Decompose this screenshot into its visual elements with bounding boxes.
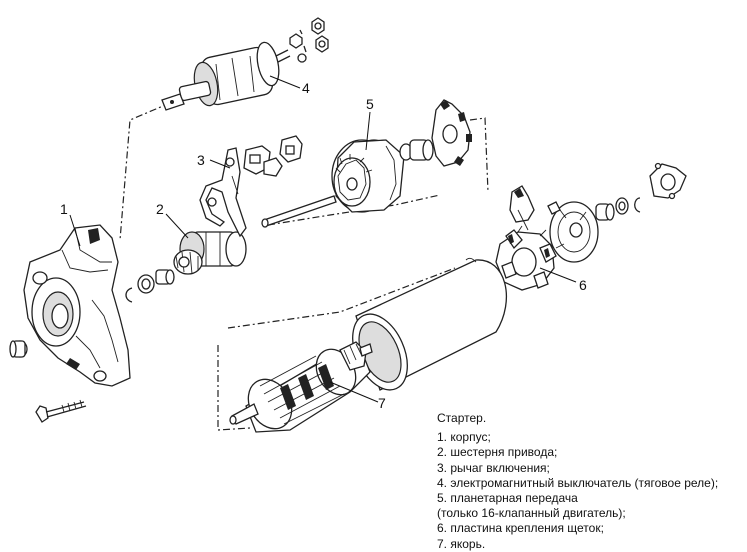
stator-housing-part bbox=[352, 257, 508, 391]
callout-7: 7 bbox=[378, 395, 386, 411]
callout-5: 5 bbox=[366, 96, 374, 112]
circlip-and-ring-parts bbox=[125, 269, 175, 303]
caption-line: 2. шестерня привода; bbox=[437, 445, 558, 460]
drive-pinion-part bbox=[173, 231, 247, 275]
figure-caption: Стартер. 1. корпус; 2. шестерня привода;… bbox=[437, 411, 742, 552]
planetary-end-plate bbox=[431, 99, 472, 167]
bushing-part bbox=[9, 340, 28, 358]
lever-bracket-parts bbox=[243, 135, 303, 177]
planetary-gear-part bbox=[331, 139, 405, 213]
callout-3: 3 bbox=[197, 152, 205, 168]
caption-line: 4. электромагнитный выключатель (тяговое… bbox=[437, 475, 719, 490]
caption-line: 7. якорь. bbox=[437, 536, 486, 551]
caption-line: 3. рычаг включения; bbox=[437, 460, 550, 475]
output-shaft-part bbox=[261, 195, 337, 228]
caption-line: 6. пластина крепления щеток; bbox=[437, 521, 604, 536]
brush-plate-part bbox=[495, 225, 557, 291]
engagement-lever-part bbox=[199, 147, 247, 238]
planetary-bushings bbox=[399, 139, 434, 161]
caption-line: 1. корпус; bbox=[437, 430, 491, 445]
end-cover-part bbox=[547, 201, 599, 263]
caption-line: 5. планетарная передача bbox=[437, 491, 578, 506]
solenoid-fasteners bbox=[289, 17, 329, 63]
brush-holder-part bbox=[509, 185, 535, 231]
armature-part bbox=[229, 341, 373, 433]
callout-2: 2 bbox=[156, 201, 164, 217]
callout-1: 1 bbox=[60, 201, 68, 217]
caption-line: (только 16-клапанный двигатель); bbox=[437, 506, 626, 521]
end-cap-parts bbox=[595, 162, 687, 221]
solenoid-part bbox=[161, 41, 291, 111]
callout-6: 6 bbox=[579, 277, 587, 293]
bolt-part bbox=[35, 399, 87, 423]
caption-title: Стартер. bbox=[437, 411, 487, 425]
housing-part bbox=[23, 224, 131, 387]
callout-leaders bbox=[69, 75, 577, 403]
callout-4: 4 bbox=[302, 80, 310, 96]
